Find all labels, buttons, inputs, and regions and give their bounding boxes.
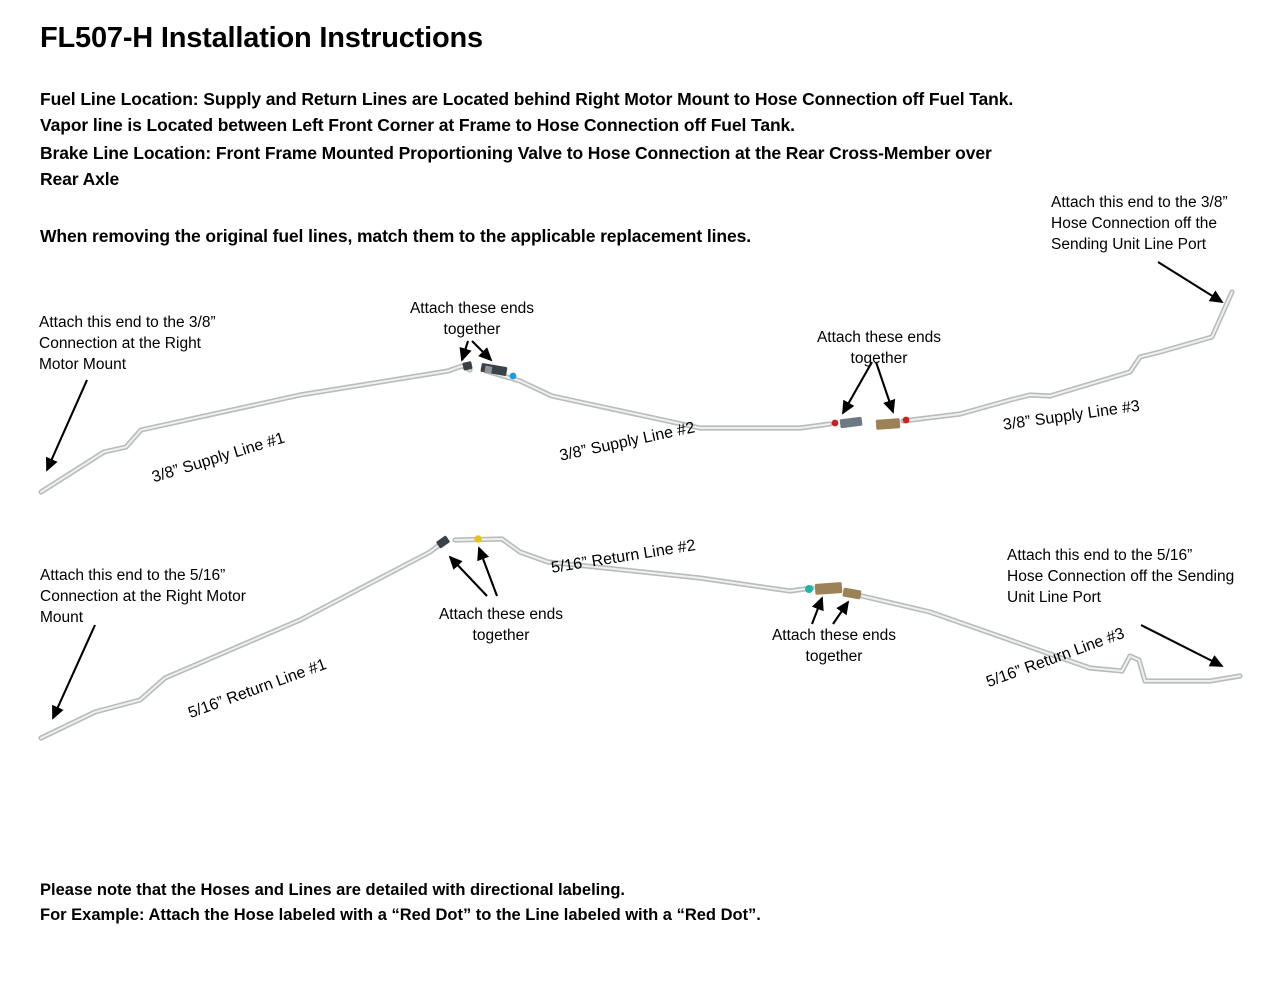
leader-supply-right	[1157, 261, 1224, 304]
blue-dot-marker	[509, 372, 517, 380]
leader-return-joint-1a	[448, 555, 488, 597]
supply-line-2-tube	[483, 368, 833, 431]
page-title: FL507-H Installation Instructions	[40, 22, 483, 54]
callout-return-left-end: Attach this end to the 5/16” Connection …	[40, 567, 246, 626]
footer-note-example: For Example: Attach the Hose labeled wit…	[40, 906, 761, 924]
callout-return-joint-1: Attach these ends together	[438, 606, 564, 644]
return-line-1-end-fitting	[436, 535, 450, 549]
teal-dot-marker	[805, 585, 813, 593]
callout-supply-joint-2: Attach these ends together	[816, 329, 942, 367]
leader-supply-joint-2b	[875, 361, 896, 414]
return-line-2-tube	[452, 536, 815, 594]
supply-line-1-end-fitting	[462, 361, 473, 371]
return-line-1-tube	[38, 540, 445, 741]
match-lines-note: When removing the original fuel lines, m…	[40, 226, 751, 246]
supply-line-2-right-fitting	[831, 416, 863, 429]
leader-return-left	[52, 624, 96, 720]
leader-supply-left	[46, 379, 88, 472]
callout-supply-right-end: Attach this end to the 3/8” Hose Connect…	[1051, 194, 1228, 253]
leader-supply-joint-1b	[471, 340, 493, 362]
supply-line-2-left-fitting	[480, 363, 517, 380]
return-line-2-left-marker	[474, 535, 482, 543]
supply-line-3-left-fitting	[875, 416, 910, 430]
leader-return-joint-2a	[811, 596, 824, 625]
vapor-line-location-note: Vapor line is Located between Left Front…	[40, 115, 795, 135]
leader-supply-joint-1a	[459, 340, 472, 362]
leader-return-joint-2b	[832, 600, 850, 625]
brake-line-location-note: Brake Line Location: Front Frame Mounted…	[40, 143, 992, 163]
red-dot-marker	[902, 416, 910, 424]
supply-line-3-tube	[900, 289, 1235, 424]
return-line-3-left-fitting	[842, 587, 862, 600]
callout-supply-joint-1: Attach these ends together	[409, 300, 535, 338]
yellow-dot-marker	[474, 535, 482, 543]
callout-return-right-end: Attach this end to the 5/16” Hose Connec…	[1007, 547, 1235, 606]
fuel-line-location-note: Fuel Line Location: Supply and Return Li…	[40, 89, 1014, 109]
callout-return-joint-2: Attach these ends together	[771, 627, 897, 665]
callout-supply-left-end: Attach this end to the 3/8” Connection a…	[39, 314, 216, 373]
leader-supply-joint-2a	[842, 361, 873, 415]
brake-line-location-note-cont: Rear Axle	[40, 169, 120, 189]
footer-note-directional-labeling: Please note that the Hoses and Lines are…	[40, 881, 625, 899]
supply-line-1-tube	[38, 363, 473, 495]
leader-return-joint-1b	[477, 546, 498, 597]
red-dot-marker	[831, 419, 839, 427]
return-line-3-tube	[859, 593, 1243, 684]
leader-return-right	[1140, 624, 1224, 667]
return-line-2-right-fitting	[805, 582, 843, 595]
